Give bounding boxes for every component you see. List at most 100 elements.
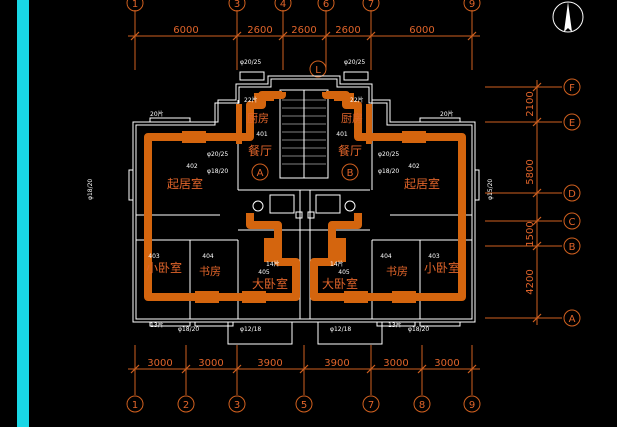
bottom-dimensions: 3000 3000 3900 3900 3000 3000 — [147, 358, 459, 369]
unit-label: B — [347, 168, 354, 179]
room-number: 404 — [202, 253, 214, 260]
axis-label: C — [569, 217, 576, 228]
radiator-fins: 20片 — [150, 110, 164, 118]
axis-label: 9 — [469, 400, 475, 411]
top-axis-bubbles — [126, 0, 481, 12]
pipe-spec: φ18/20 — [408, 326, 429, 333]
room-number: 405 — [258, 269, 270, 276]
room-name-small-bed-right: 小卧室 — [424, 260, 460, 275]
room-number: 402 — [186, 163, 198, 170]
pipe-spec: φ18/20 — [378, 168, 399, 175]
room-name-dining-left: 餐厅 — [248, 143, 272, 158]
pipe-spec: φ15/20 — [487, 179, 494, 200]
room-number: 403 — [148, 253, 160, 260]
axis-label: B — [569, 242, 576, 253]
bottom-axis-bubbles — [126, 395, 481, 413]
room-number: 402 — [408, 163, 420, 170]
dimension-value: 6000 — [173, 25, 198, 36]
axis-label: 8 — [419, 400, 425, 411]
axis-label: 1 — [132, 0, 138, 10]
pipe-spec: φ20/25 — [207, 151, 228, 158]
center-axis-bubble — [309, 60, 327, 78]
room-name-kitchen-right: 厨房 — [341, 112, 363, 125]
bottom-axis-labels: 1 2 3 5 7 8 9 — [132, 400, 475, 411]
dimension-ticks — [130, 31, 542, 374]
axis-label: 9 — [469, 0, 475, 10]
pipe-spec: φ20/25 — [378, 151, 399, 158]
room-name-dining-right: 餐厅 — [338, 143, 362, 158]
pipe-spec: φ18/20 — [207, 168, 228, 175]
axis-label: 6 — [323, 0, 329, 10]
room-name-study-left: 书房 — [199, 265, 221, 278]
radiators — [182, 93, 426, 303]
room-name-living-left: 起居室 — [167, 176, 203, 191]
dimension-value: 5800 — [525, 159, 536, 184]
room-labels: 起居室 起居室 餐厅 餐厅 厨房 厨房 小卧室 小卧室 书房 书房 大卧室 大卧… — [146, 112, 460, 291]
room-number: 401 — [336, 131, 348, 138]
pipe-spec: φ20/25 — [240, 59, 261, 66]
dimension-value: 3900 — [257, 358, 282, 369]
axis-label: 3 — [234, 0, 240, 10]
axis-label: E — [569, 118, 575, 129]
dimension-value: 3000 — [147, 358, 172, 369]
north-arrow-icon — [552, 1, 584, 33]
top-axis-labels: 1 3 4 6 7 9 — [132, 0, 475, 10]
radiator-fins: 13片 — [150, 321, 164, 329]
radiator-fins: 14片 — [330, 260, 344, 268]
dimension-value: 3000 — [434, 358, 459, 369]
top-dimensions: 6000 2600 2600 2600 6000 — [173, 25, 434, 36]
heating-pipes — [144, 91, 466, 301]
right-dimensions: 2100 5800 1500 4200 — [525, 91, 536, 294]
radiator-fins: 20片 — [440, 110, 454, 118]
right-axis-labels: F E D C B A — [568, 83, 576, 325]
axis-label: 7 — [368, 400, 374, 411]
room-number: 403 — [428, 253, 440, 260]
axis-label: 7 — [368, 0, 374, 10]
pipe-spec: φ18/20 — [87, 179, 94, 200]
dimension-value: 4200 — [525, 269, 536, 294]
pipe-spec: φ20/25 — [344, 59, 365, 66]
axis-label: D — [568, 189, 576, 200]
room-name-living-right: 起居室 — [404, 176, 440, 191]
unit-markers: A B — [251, 163, 359, 181]
axis-label: 4 — [280, 0, 286, 10]
room-name-study-right: 书房 — [386, 265, 408, 278]
room-number: 401 — [256, 131, 268, 138]
dimension-value: 2100 — [525, 91, 536, 116]
room-number: 405 — [338, 269, 350, 276]
pipe-spec: φ12/18 — [240, 326, 261, 333]
axis-label: 3 — [234, 400, 240, 411]
center-axis-label: L — [315, 65, 321, 76]
room-name-small-bed-left: 小卧室 — [146, 260, 182, 275]
pipe-annotations: φ20/25 φ20/25 φ20/25 φ20/25 φ18/20 φ18/2… — [87, 59, 494, 333]
pipe-spec: φ18/20 — [178, 326, 199, 333]
radiator-fins: 22片 — [244, 96, 258, 104]
axis-label: 1 — [132, 400, 138, 411]
axis-label: A — [569, 314, 576, 325]
room-name-master-right: 大卧室 — [322, 276, 358, 291]
unit-label: A — [257, 168, 264, 179]
dimension-value: 6000 — [409, 25, 434, 36]
radiator-fins: 14片 — [266, 260, 280, 268]
axis-label: 5 — [301, 400, 307, 411]
dimension-value: 3900 — [324, 358, 349, 369]
room-number: 404 — [380, 253, 392, 260]
dimension-value: 1500 — [525, 221, 536, 246]
room-name-master-left: 大卧室 — [252, 276, 288, 291]
room-name-kitchen-left: 厨房 — [247, 112, 269, 125]
axis-label: 2 — [183, 400, 189, 411]
room-numbers: 401 401 402 402 403 403 404 404 405 405 — [148, 131, 440, 276]
axis-grid-lines — [128, 10, 562, 395]
radiator-fins: 22片 — [350, 96, 364, 104]
radiator-fins: 13片 — [388, 321, 402, 329]
axis-label: F — [569, 83, 575, 94]
dimension-value: 3000 — [383, 358, 408, 369]
dimension-value: 3000 — [198, 358, 223, 369]
dimension-value: 2600 — [247, 25, 272, 36]
building-walls — [128, 71, 480, 345]
pipe-spec: φ12/18 — [330, 326, 351, 333]
cyan-ruler-bar — [17, 0, 29, 427]
dimension-value: 2600 — [335, 25, 360, 36]
dimension-value: 2600 — [291, 25, 316, 36]
